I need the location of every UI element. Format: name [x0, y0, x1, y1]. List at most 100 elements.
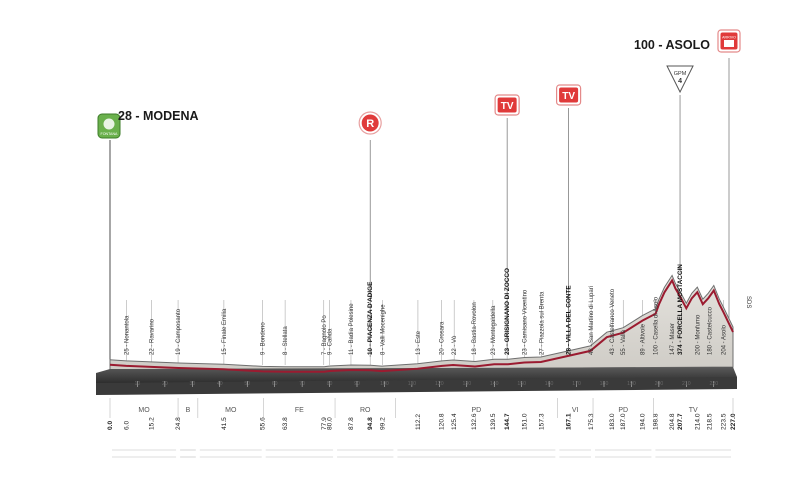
- province-label: VI: [572, 407, 579, 414]
- km-axis-label: 175.3: [588, 413, 595, 430]
- gpm-category: 4: [678, 78, 682, 85]
- place-label: 20 - Crosara: [440, 321, 446, 355]
- place-label: 22 - Vò: [452, 335, 458, 355]
- km-axis-label: 144.7: [504, 413, 511, 430]
- km-axis-label: 214.0: [694, 413, 701, 430]
- km-axis-label: 218.5: [707, 413, 714, 430]
- km-axis-label: 99.2: [379, 417, 386, 430]
- km-axis-label: 194.0: [639, 413, 646, 430]
- province-label: B: [186, 407, 191, 414]
- place-label: 10 - PIACENZA D'ADIGE: [367, 281, 374, 355]
- km-mark-label: 40: [217, 381, 223, 387]
- place-label: 48 - San Martino di Lupari: [589, 286, 595, 355]
- place-label: 9 - Bondeno: [261, 322, 267, 355]
- refreshment-marker: R: [358, 111, 382, 135]
- km-mark-label: 30: [189, 381, 195, 387]
- km-axis-label: 157.3: [539, 413, 546, 430]
- finish-icon: [724, 40, 734, 47]
- place-label: 55 - Vallà: [621, 329, 627, 355]
- km-mark-label: 10: [135, 381, 141, 387]
- km-axis-label: 223.5: [720, 413, 727, 430]
- place-label: 25 - Nonantola: [124, 315, 130, 355]
- place-label: 11 - Badia Polesine: [349, 303, 355, 355]
- refreshment-letter: R: [366, 118, 374, 130]
- place-label: 22 - Ravarino: [150, 318, 156, 355]
- finish-text: ARRIVO: [722, 36, 736, 40]
- km-mark-label: 170: [572, 381, 581, 387]
- place-label: 43 - Castelfranco Veneto: [610, 288, 616, 355]
- km-mark-label: 70: [299, 381, 305, 387]
- place-label: 374 - FORCELLA MOSTACCIN: [677, 264, 684, 355]
- tv-text: TV: [562, 91, 575, 102]
- feed-zone-icon: [103, 118, 115, 130]
- km-mark-label: 190: [627, 381, 636, 387]
- km-axis-label: 63.8: [282, 417, 289, 430]
- km-axis-label: 41.5: [221, 417, 228, 430]
- province-label: MO: [138, 407, 150, 414]
- finish-marker: ARRIVO: [717, 29, 741, 53]
- km-mark-label: 20: [162, 381, 168, 387]
- place-label: 23 - GRISIGNANO DI ZOCCO: [504, 268, 511, 355]
- km-mark-label: 150: [517, 381, 526, 387]
- place-label: 13 - Este: [416, 330, 422, 355]
- km-axis-label: 15.2: [149, 417, 156, 430]
- km-axis-label: 24.8: [175, 417, 182, 430]
- place-label: 9 - Canda: [328, 328, 334, 355]
- km-mark-label: 220: [709, 381, 718, 387]
- km-mark-label: 80: [327, 381, 333, 387]
- tv2-marker: TV: [556, 84, 582, 106]
- km-axis-label: 120.8: [439, 413, 446, 430]
- km-axis-label: 187.0: [620, 413, 627, 430]
- province-label: PD: [618, 407, 628, 414]
- km-mark-label: 180: [600, 381, 609, 387]
- tv-inner: [497, 97, 517, 113]
- refreshment-dot: [361, 114, 379, 132]
- km-axis-label: 167.1: [566, 413, 573, 430]
- side-label: SDS: [745, 296, 751, 308]
- gpm-text: GPM: [674, 71, 687, 77]
- km-axis-label: 77.9: [321, 417, 328, 430]
- province-label: TV: [689, 407, 698, 414]
- km-axis-label: 207.7: [677, 413, 684, 430]
- km-mark-label: 130: [462, 381, 471, 387]
- route-line: [109, 278, 734, 373]
- km-mark-label: 50: [244, 381, 250, 387]
- place-label: 28 - VILLA DEL CONTE: [566, 285, 573, 355]
- km-axis-label: 80.0: [327, 417, 334, 430]
- place-label: 7 - Bagnolo Po: [322, 315, 328, 355]
- province-label: FE: [295, 407, 304, 414]
- km-axis-label: 55.6: [260, 417, 267, 430]
- km-mark-label: 160: [545, 381, 554, 387]
- km-axis-label: 151.0: [521, 413, 528, 430]
- km-mark-label: 100: [380, 381, 389, 387]
- start-town-label: 28 - MODENA: [118, 109, 199, 123]
- km-mark-label: 140: [490, 381, 499, 387]
- place-label: 8 - Valli Mocenighe: [380, 304, 386, 355]
- province-label: PD: [472, 407, 482, 414]
- km-mark-label: 200: [655, 381, 664, 387]
- place-label: 89 - Altivole: [640, 323, 646, 355]
- km-mark-label: 90: [354, 381, 360, 387]
- km-axis-label: 112.2: [415, 414, 422, 430]
- feed-zone-marker: FONTANA: [97, 113, 121, 139]
- tv-text: TV: [501, 101, 514, 112]
- km-axis-label: 183.0: [609, 413, 616, 430]
- km-axis-label: 204.8: [669, 413, 676, 430]
- place-label: 23 - Montegaldella: [491, 305, 497, 355]
- place-label: 200 - Monfumo: [695, 314, 701, 355]
- km-axis-label: 139.5: [490, 413, 497, 430]
- km-axis-label: 0.0: [107, 421, 114, 430]
- place-label: 23 - Camisano Vicentino: [522, 289, 528, 355]
- tv-inner: [559, 87, 579, 103]
- km-axis-label: 198.8: [653, 413, 660, 430]
- km-mark-label: 210: [682, 381, 691, 387]
- place-label: 204 - Asolo: [721, 324, 727, 355]
- km-axis-label: 227.0: [730, 413, 737, 430]
- place-label: 8 - Stellata: [283, 326, 289, 355]
- place-label: 100 - Casella di Asolo: [654, 296, 660, 355]
